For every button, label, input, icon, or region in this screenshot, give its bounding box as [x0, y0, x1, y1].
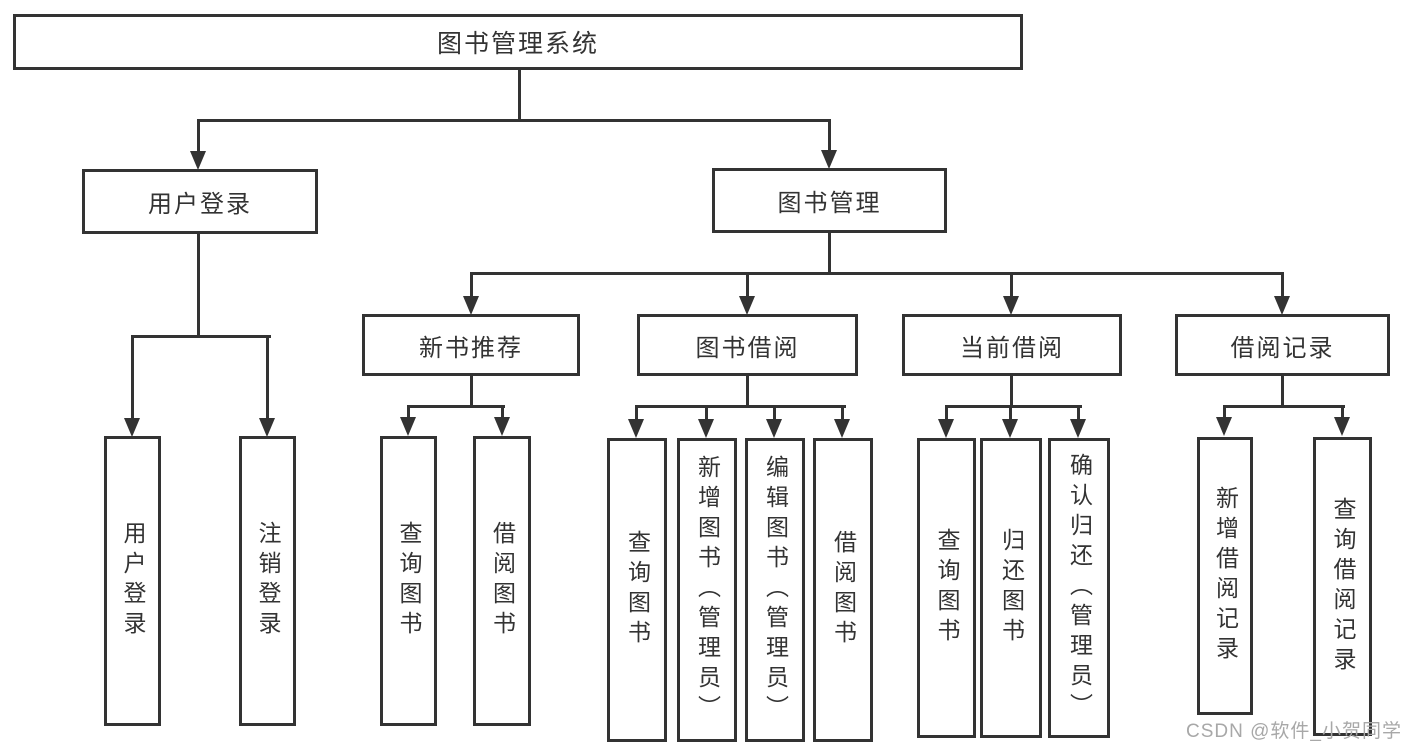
connector-recommend-drop [470, 376, 473, 408]
leaf-logout: 注销登录 [239, 436, 296, 726]
node-book-management: 图书管理 [712, 168, 947, 233]
arrow-down-borrowing [739, 296, 755, 315]
leaf-return-books: 归还图书 [980, 438, 1042, 738]
connector-arrowline-cur-return [1009, 405, 1012, 421]
connector-arrowline-borrowing [746, 272, 749, 298]
connector-arrowline-user-login [197, 119, 200, 151]
arrow-down-bor-query [628, 419, 644, 438]
connector-arrowline-rec-query-record [1341, 405, 1344, 419]
csdn-watermark: CSDN @软件_小贺同学 [1186, 721, 1402, 742]
node-user-login: 用户登录 [82, 169, 318, 234]
leaf-query-borrow-record: 查询借阅记录 [1313, 437, 1372, 736]
connector-arrowline-rec-add-record [1223, 405, 1226, 419]
node-root-library-system: 图书管理系统 [13, 14, 1023, 70]
connector-borrowing-drop [746, 376, 749, 408]
connector-management-bar [470, 272, 1284, 275]
arrow-down-rec-add-record [1216, 417, 1232, 436]
arrow-down-rec-query-record [1334, 417, 1350, 436]
arrow-down-bor-borrow [834, 419, 850, 438]
arrow-down-book-management [821, 150, 837, 169]
connector-root-drop [518, 70, 521, 122]
arrow-down-leaf-login [124, 418, 140, 437]
connector-arrowline-rec-borrow [501, 405, 504, 420]
node-book-borrowing: 图书借阅 [637, 314, 858, 376]
connector-arrowline-bor-edit [773, 405, 776, 421]
leaf-borrow-books-recommend: 借阅图书 [473, 436, 531, 726]
leaf-add-borrow-record: 新增借阅记录 [1197, 437, 1253, 715]
node-borrowing-records: 借阅记录 [1175, 314, 1390, 376]
connector-root-bar [197, 119, 831, 122]
connector-current-bar [945, 405, 1082, 408]
arrow-down-bor-edit [766, 419, 782, 438]
connector-recommend-bar [407, 405, 505, 408]
arrow-down-user-login [190, 151, 206, 170]
arrow-down-records [1274, 296, 1290, 315]
leaf-query-books-current: 查询图书 [917, 438, 976, 738]
connector-current-drop [1010, 376, 1013, 408]
leaf-user-login: 用户登录 [104, 436, 161, 726]
connector-arrowline-bor-add [705, 405, 708, 421]
connector-records-bar [1223, 405, 1345, 408]
arrow-down-current [1003, 296, 1019, 315]
connector-arrowline-leaf-login [131, 335, 134, 418]
connector-management-drop [828, 233, 831, 275]
arrow-down-cur-confirm [1070, 419, 1086, 438]
connector-arrowline-cur-confirm [1077, 405, 1080, 421]
connector-arrowline-current [1010, 272, 1013, 298]
arrow-down-recommend [463, 296, 479, 315]
connector-arrowline-rec-query [407, 405, 410, 420]
connector-arrowline-recommend [470, 272, 473, 298]
node-new-book-recommendation: 新书推荐 [362, 314, 580, 376]
arrow-down-rec-borrow [494, 417, 510, 436]
arrow-down-cur-query [938, 419, 954, 438]
connector-arrowline-book-management [828, 119, 831, 150]
connector-records-drop [1281, 376, 1284, 408]
connector-arrowline-records [1281, 272, 1284, 298]
leaf-query-books-recommend: 查询图书 [380, 436, 437, 726]
connector-arrowline-bor-borrow [841, 405, 844, 421]
connector-arrowline-bor-query [635, 405, 638, 421]
leaf-confirm-return-admin: 确认归还（管理员） [1048, 438, 1110, 738]
leaf-add-books-admin: 新增图书（管理员） [677, 438, 737, 742]
leaf-borrow-books: 借阅图书 [813, 438, 873, 742]
arrow-down-cur-return [1002, 419, 1018, 438]
arrow-down-leaf-logout [259, 418, 275, 437]
connector-login-drop [197, 234, 200, 338]
connector-borrowing-bar [635, 405, 846, 408]
node-current-borrowing: 当前借阅 [902, 314, 1122, 376]
leaf-query-books-borrowing: 查询图书 [607, 438, 667, 742]
arrow-down-rec-query [400, 417, 416, 436]
connector-arrowline-cur-query [945, 405, 948, 421]
connector-login-bar [131, 335, 271, 338]
arrow-down-bor-add [698, 419, 714, 438]
leaf-edit-books-admin: 编辑图书（管理员） [745, 438, 805, 742]
connector-arrowline-leaf-logout [266, 335, 269, 418]
